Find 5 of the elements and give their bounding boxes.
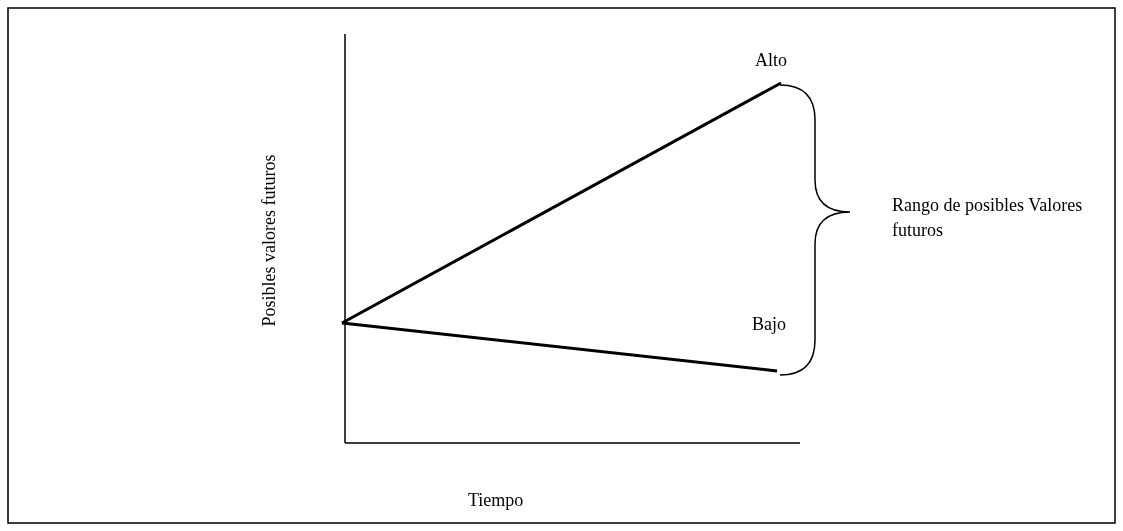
axis-title: Posibles valores futuros [258, 154, 281, 326]
axis-title: Tiempo [468, 489, 524, 512]
line-label: Bajo [752, 313, 786, 336]
line-label: Alto [755, 49, 787, 72]
range-note: Rango de posibles Valores futuros [892, 194, 1084, 242]
